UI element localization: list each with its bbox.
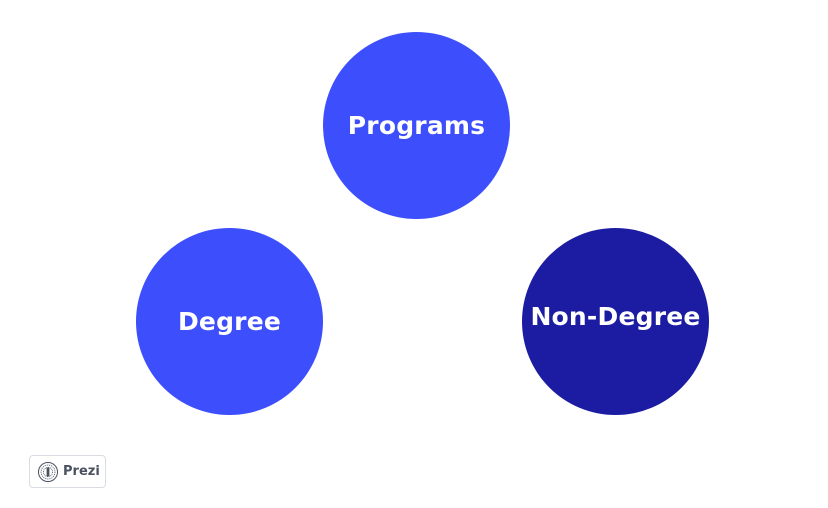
node-label-degree: Degree (177, 307, 282, 336)
node-non-degree: Non-Degree (522, 228, 709, 415)
node-label-non-degree: Non-Degree (530, 302, 701, 331)
prezi-label: Prezi (63, 464, 100, 479)
node-degree: Degree (136, 228, 323, 415)
prezi-logo-icon (38, 461, 58, 482)
node-programs: Programs (323, 32, 510, 219)
prezi-badge[interactable]: Prezi (29, 455, 106, 488)
node-label-programs: Programs (347, 111, 486, 140)
